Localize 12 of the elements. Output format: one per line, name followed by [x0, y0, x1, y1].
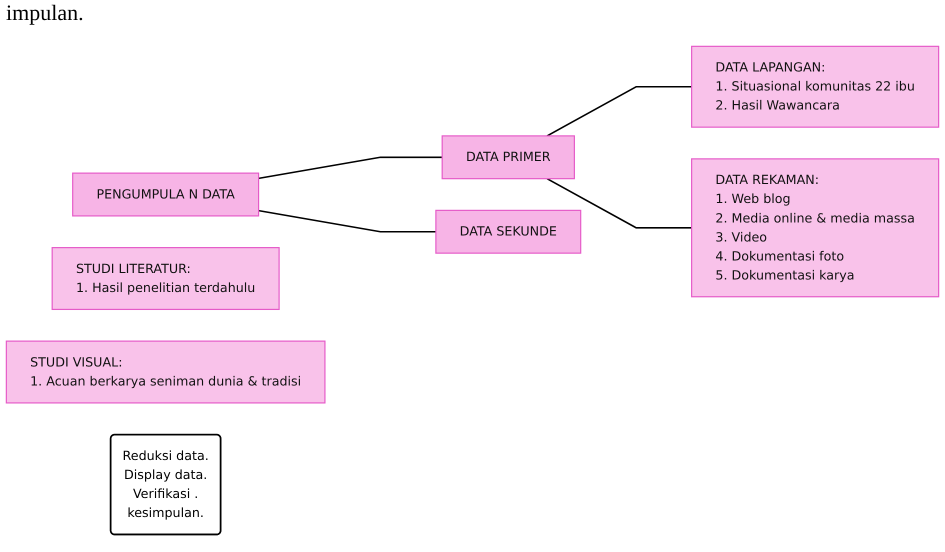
connector	[258, 156, 442, 179]
text-fragment: impulan.	[6, 0, 84, 26]
node-box: STUDI VISUAL: 1. Acuan berkarya seniman dunia & tradisi	[6, 340, 326, 404]
node-box: DATA LAPANGAN: 1. Situasional komunitas 22 ibu 2. Hasil Wawancara	[691, 45, 940, 128]
node-box: DATA REKAMAN: 1. Web blog 2. Media online & media massa 3. Video 4. Dokumentasi foto 5. Dokumentasi karya	[691, 158, 940, 297]
node-box: DATA PRIMER	[442, 134, 575, 179]
connector	[258, 209, 436, 232]
node-box: PENGUMPULA N DATA	[72, 172, 260, 216]
connector	[546, 86, 692, 136]
node-box: STUDI LITERATUR: 1. Hasil penelitian terdahulu	[52, 246, 280, 310]
node-box: DATA SEKUNDE	[435, 209, 582, 254]
connector	[546, 178, 692, 228]
